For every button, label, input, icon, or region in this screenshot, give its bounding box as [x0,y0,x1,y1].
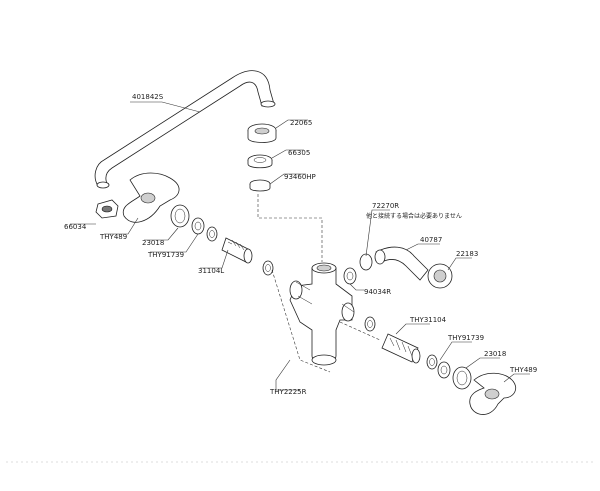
label-washer-right: THY91739 [447,334,484,342]
handle-left-thy489 [122,172,180,223]
cartridge-left-31104l [221,237,253,264]
label-elbow-tag: 72270R [372,202,399,210]
cartridge-right-thy31104 [381,333,421,364]
label-handle-right: THY489 [509,366,537,374]
label-cap-left: 23018 [142,239,164,247]
elbow-40787 [374,246,429,281]
label-washer-left: THY91739 [147,251,184,259]
leader-lines [70,101,530,391]
ring-66305 [247,154,273,169]
label-nut-22183: 22183 [456,250,478,258]
cap-right-23018 [452,366,472,390]
washer-left-thy91739 [191,217,218,242]
label-elbow: 40787 [420,236,442,244]
assembly-line-body [271,269,381,373]
label-ring-66305: 66305 [288,149,310,157]
seal-left [262,260,274,276]
label-part-66034: 66034 [64,223,87,231]
label-note-jp: 他と接続する場合は必要ありません [366,212,462,220]
part-66034 [95,199,119,219]
label-body: THY2225R [269,388,307,396]
packing-93460hp [249,179,271,192]
callout-labels: 401842S 22065 66305 93460HP 66034 THY489… [64,93,537,396]
spout-pipe [94,70,276,189]
label-nut-22065: 22065 [290,119,312,127]
ring-72270r [359,253,373,271]
cap-left-23018 [170,204,190,228]
label-cap-right: 23018 [484,350,506,358]
label-handle-left: THY489 [99,233,127,241]
assembly-line-spout [257,194,323,262]
body-thy2225r [289,262,355,366]
washer-right-thy91739 [426,354,451,379]
seal-right [364,316,376,332]
label-cartridge-left: 31104L [198,267,224,275]
nut-22065 [247,123,277,143]
handle-right-thy489 [469,372,517,415]
label-packing-93460hp: 93460HP [284,173,316,181]
ring-94034r [343,267,357,285]
label-cartridge-right: THY31104 [409,316,447,324]
nut-22183 [427,263,453,289]
label-spout: 401842S [132,93,164,101]
label-ring-94034r: 94034R [364,288,391,296]
